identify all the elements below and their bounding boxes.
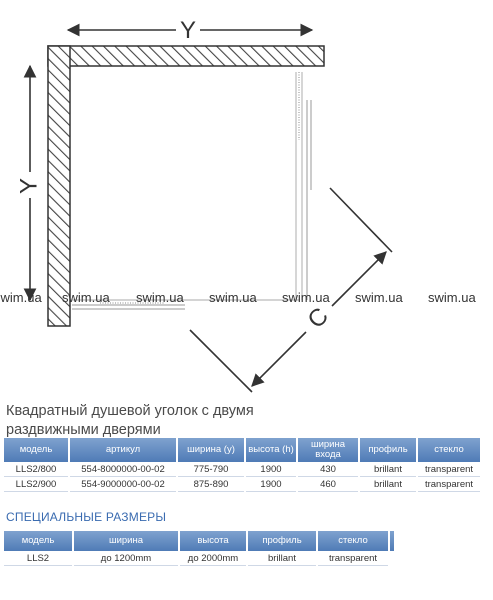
watermark: swim.ua [0, 290, 42, 305]
col-article: артикул [70, 438, 176, 462]
cell-width: 875-890 [178, 477, 244, 492]
cell-profile: brillant [360, 477, 416, 492]
table-row: LLS2/900 554-9000000-00-02 875-890 1900 … [4, 477, 480, 492]
depth-label: Y [15, 178, 42, 194]
watermark: swim.ua [282, 290, 330, 305]
entry-guide-upper [329, 187, 393, 253]
product-title: Квадратный душевой уголок с двумя раздви… [6, 402, 306, 440]
dimension-entry: C [251, 251, 387, 387]
cell-glass: transparent [318, 551, 388, 566]
cell-profile: brillant [360, 462, 416, 477]
special-sizes-table: модель ширина высота профиль стекло LLS2… [2, 531, 396, 566]
cell-model: LLS2 [4, 551, 72, 566]
watermark: swim.ua [209, 290, 257, 305]
entry-guide-lower [189, 329, 253, 393]
bottom-glass-panel [72, 299, 300, 310]
col-width: ширина [74, 531, 178, 551]
cell-profile: brillant [248, 551, 316, 566]
dimension-width: Y [66, 17, 314, 44]
cell-height: 1900 [246, 477, 296, 492]
col-model: модель [4, 438, 68, 462]
watermark: swim.ua [355, 290, 403, 305]
cell-glass: transparent [418, 462, 480, 477]
cell-article: 554-8000000-00-02 [70, 462, 176, 477]
col-profile: профиль [360, 438, 416, 462]
watermark: swim.ua [136, 290, 184, 305]
cell-entry-width: 430 [298, 462, 358, 477]
top-wall [47, 45, 325, 67]
col-entry-width: ширина входа [298, 438, 358, 462]
cell-height: 1900 [246, 462, 296, 477]
models-table: модель артикул ширина (y) высота (h) шир… [2, 438, 482, 492]
width-label: Y [180, 17, 196, 44]
col-spacer [390, 531, 394, 551]
shower-plan-diagram: Y Y C [15, 17, 393, 393]
cell-width: 775-790 [178, 462, 244, 477]
watermark: swim.ua [62, 290, 110, 305]
cell-article: 554-9000000-00-02 [70, 477, 176, 492]
special-table-header: модель ширина высота профиль стекло [4, 531, 394, 551]
col-height: высота (h) [246, 438, 296, 462]
product-title-line2: раздвижными дверями [6, 422, 161, 438]
product-title-line1: Квадратный душевой уголок с двумя [6, 403, 254, 419]
cell-height: до 2000mm [180, 551, 246, 566]
col-width: ширина (y) [178, 438, 244, 462]
right-glass-panel [295, 72, 312, 300]
col-glass: стекло [318, 531, 388, 551]
cell-model: LLS2/800 [4, 462, 68, 477]
col-profile: профиль [248, 531, 316, 551]
col-model: модель [4, 531, 72, 551]
watermark: swim.ua [428, 290, 476, 305]
col-glass: стекло [418, 438, 480, 462]
cell-width: до 1200mm [74, 551, 178, 566]
table-row: LLS2/800 554-8000000-00-02 775-790 1900 … [4, 462, 480, 477]
cell-glass: transparent [418, 477, 480, 492]
models-table-header: модель артикул ширина (y) высота (h) шир… [4, 438, 480, 462]
table-row: LLS2 до 1200mm до 2000mm brillant transp… [4, 551, 394, 566]
cell-model: LLS2/900 [4, 477, 68, 492]
cell-entry-width: 460 [298, 477, 358, 492]
dimension-depth: Y [15, 64, 42, 302]
cell-spacer [390, 551, 394, 566]
col-height: высота [180, 531, 246, 551]
left-wall [47, 45, 71, 327]
special-sizes-heading: СПЕЦИАЛЬНЫЕ РАЗМЕРЫ [6, 510, 167, 524]
entry-label: C [303, 303, 334, 334]
